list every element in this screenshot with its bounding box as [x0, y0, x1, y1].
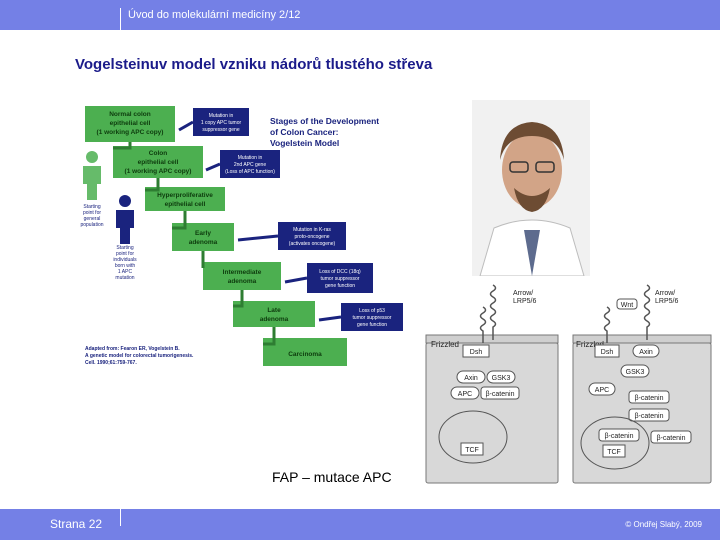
- svg-text:A genetic model for colorectal: A genetic model for colorectal tumorigen…: [85, 353, 194, 359]
- svg-text:epithelial cell: epithelial cell: [165, 201, 206, 208]
- svg-text:Carcinoma: Carcinoma: [288, 351, 322, 358]
- diagram-heading-line-2: of Colon Cancer:: [270, 127, 339, 137]
- svg-text:Mutation in K-ras: Mutation in K-ras: [293, 227, 331, 233]
- svg-text:APC: APC: [595, 387, 609, 394]
- svg-text:Mutation in: Mutation in: [238, 155, 263, 161]
- course-title: Úvod do molekulární medicíny 2/12: [128, 9, 300, 21]
- svg-text:gene function: gene function: [325, 283, 355, 289]
- svg-text:adenoma: adenoma: [260, 316, 289, 323]
- svg-text:Frizzled: Frizzled: [431, 340, 459, 349]
- svg-text:LRP5/6: LRP5/6: [655, 298, 678, 305]
- svg-text:mutation: mutation: [115, 275, 134, 281]
- svg-text:Hyperproliferative: Hyperproliferative: [157, 192, 213, 199]
- svg-text:LRP5/6: LRP5/6: [513, 298, 536, 305]
- header-divider: [120, 8, 121, 30]
- svg-text:Arrow/: Arrow/: [655, 290, 675, 297]
- svg-text:(Loss of APC function): (Loss of APC function): [225, 169, 275, 175]
- diagram-heading-line-3: Vogelstein Model: [270, 138, 339, 148]
- svg-text:tumor suppressor: tumor suppressor: [353, 315, 392, 321]
- svg-text:β-catenin: β-catenin: [657, 435, 686, 442]
- svg-text:TCF: TCF: [607, 449, 621, 456]
- svg-text:Dsh: Dsh: [601, 349, 614, 356]
- person-mutant-icon: [116, 195, 134, 244]
- svg-text:gene function: gene function: [357, 322, 387, 328]
- svg-text:β-catenin: β-catenin: [605, 433, 634, 440]
- footer-divider: [120, 509, 121, 526]
- svg-text:GSK3: GSK3: [626, 369, 645, 376]
- svg-text:Dsh: Dsh: [470, 349, 483, 356]
- wnt-panel-right: Frizzled Wnt Arrow/ LRP5/6 Dsh Axin GSK3…: [573, 285, 711, 483]
- page-number: Strana 22: [50, 517, 102, 531]
- svg-text:epithelial cell: epithelial cell: [110, 120, 151, 127]
- diagram-heading-line-1: Stages of the Development: [270, 116, 379, 126]
- slide-title: Vogelsteinuv model vzniku nádorů tlustéh…: [75, 56, 432, 73]
- vogelstein-model-diagram: Stages of the Development of Colon Cance…: [75, 100, 420, 370]
- svg-text:Colon: Colon: [149, 150, 167, 157]
- svg-text:Late: Late: [267, 307, 281, 314]
- person-normal-icon: [83, 151, 101, 200]
- copyright-notice: © Ondřej Slabý, 2009: [625, 520, 702, 529]
- svg-text:Adapted from: Fearon ER, Vogel: Adapted from: Fearon ER, Vogelstein B.: [85, 346, 180, 352]
- svg-text:β-catenin: β-catenin: [635, 413, 664, 420]
- svg-text:Loss of DCC (18q): Loss of DCC (18q): [319, 269, 361, 275]
- svg-text:β-catenin: β-catenin: [486, 391, 515, 398]
- svg-text:Intermediate: Intermediate: [223, 269, 262, 276]
- wnt-panel-left: Frizzled Arrow/ LRP5/6 Dsh Axin GSK3 APC…: [426, 285, 558, 483]
- figure-caption: FAP – mutace APC: [272, 469, 392, 485]
- svg-text:Arrow/: Arrow/: [513, 290, 533, 297]
- svg-text:Cell. 1990;61:759-767.: Cell. 1990;61:759-767.: [85, 360, 137, 366]
- svg-text:epithelial cell: epithelial cell: [138, 159, 179, 166]
- svg-text:proto-oncogene: proto-oncogene: [294, 234, 329, 240]
- scientist-photo: [472, 100, 590, 276]
- wnt-pathway-diagram: Frizzled Arrow/ LRP5/6 Dsh Axin GSK3 APC…: [423, 275, 713, 485]
- svg-text:(1 working APC copy): (1 working APC copy): [125, 168, 192, 175]
- svg-text:tumor suppressor: tumor suppressor: [321, 276, 360, 282]
- svg-text:Loss of p53: Loss of p53: [359, 308, 385, 314]
- svg-text:Early: Early: [195, 230, 211, 237]
- svg-text:β-catenin: β-catenin: [635, 395, 664, 402]
- svg-text:population: population: [80, 222, 103, 228]
- diagram-heading: Stages of the Development of Colon Cance…: [270, 116, 379, 148]
- svg-text:(activates oncogene): (activates oncogene): [289, 241, 336, 247]
- stage-box-intermediate-adenoma: [203, 262, 281, 290]
- svg-text:1 copy APC tumor: 1 copy APC tumor: [201, 120, 242, 126]
- stage-box-late-adenoma: [233, 301, 315, 327]
- svg-text:TCF: TCF: [465, 447, 479, 454]
- svg-text:suppressor gene: suppressor gene: [202, 127, 239, 133]
- svg-text:adenoma: adenoma: [228, 278, 257, 285]
- svg-text:Normal colon: Normal colon: [109, 111, 151, 118]
- svg-text:APC: APC: [458, 391, 472, 398]
- svg-text:GSK3: GSK3: [492, 375, 511, 382]
- svg-text:(1 working APC copy): (1 working APC copy): [97, 129, 164, 136]
- svg-text:Mutation in: Mutation in: [209, 113, 234, 119]
- svg-text:Axin: Axin: [464, 375, 478, 382]
- svg-text:adenoma: adenoma: [189, 239, 218, 246]
- citation: Adapted from: Fearon ER, Vogelstein B. A…: [85, 346, 194, 366]
- svg-text:Axin: Axin: [639, 349, 653, 356]
- svg-text:Wnt: Wnt: [621, 302, 634, 309]
- svg-text:2nd APC gene: 2nd APC gene: [234, 162, 266, 168]
- footer-bar: Strana 22 © Ondřej Slabý, 2009: [0, 509, 720, 540]
- top-banner: Úvod do molekulární medicíny 2/12: [0, 0, 720, 30]
